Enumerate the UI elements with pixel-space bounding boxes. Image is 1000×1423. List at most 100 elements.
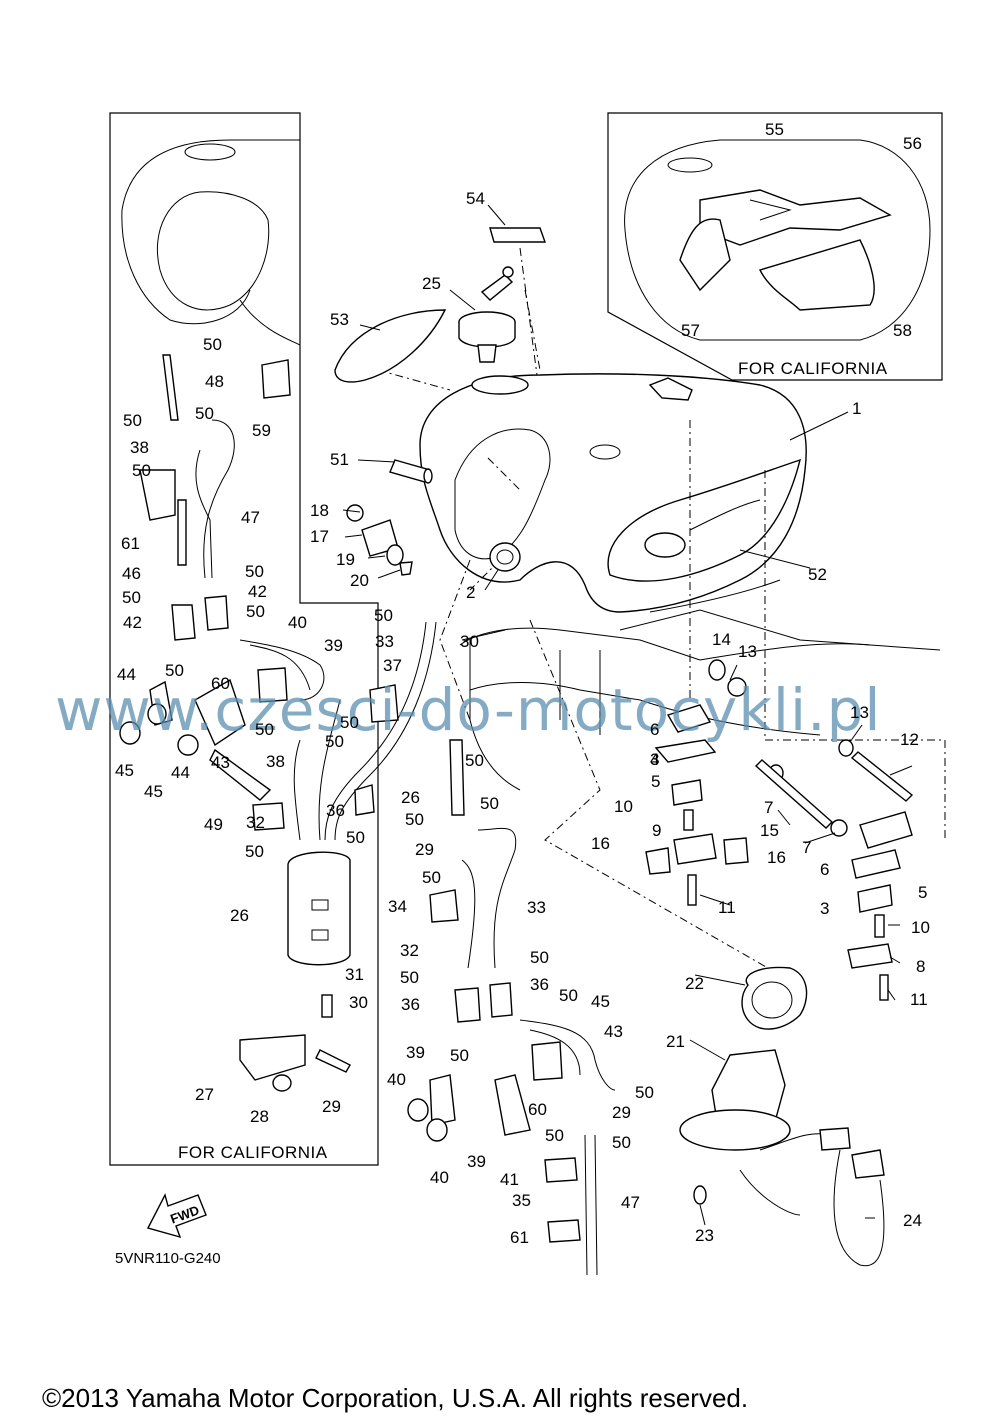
callout-30: 30 bbox=[460, 632, 479, 651]
callout-39: 39 bbox=[467, 1152, 486, 1171]
callout-50: 50 bbox=[246, 602, 265, 621]
callout-44: 44 bbox=[171, 763, 190, 782]
callout-50: 50 bbox=[346, 828, 365, 847]
callout-35: 35 bbox=[512, 1191, 531, 1210]
callout-37: 37 bbox=[383, 656, 402, 675]
callout-61: 61 bbox=[121, 534, 140, 553]
callout-5: 5 bbox=[651, 772, 660, 791]
copyright-notice: ©2013 Yamaha Motor Corporation, U.S.A. A… bbox=[42, 1383, 748, 1413]
callout-56: 56 bbox=[903, 134, 922, 153]
callout-34: 34 bbox=[388, 897, 407, 916]
fwd-arrow: FWD bbox=[146, 1193, 207, 1239]
callout-5: 5 bbox=[918, 883, 927, 902]
callout-61: 61 bbox=[510, 1228, 529, 1247]
callout-26: 26 bbox=[230, 906, 249, 925]
callout-50: 50 bbox=[612, 1133, 631, 1152]
callout-16: 16 bbox=[767, 848, 786, 867]
callout-36: 36 bbox=[326, 801, 345, 820]
callout-41: 41 bbox=[500, 1170, 519, 1189]
callout-51: 51 bbox=[330, 450, 349, 469]
callout-60: 60 bbox=[211, 674, 230, 693]
callout-50: 50 bbox=[122, 588, 141, 607]
callout-33: 33 bbox=[375, 632, 394, 651]
callout-29: 29 bbox=[322, 1097, 341, 1116]
callout-19: 19 bbox=[336, 550, 355, 569]
callout-46: 46 bbox=[122, 564, 141, 583]
drain-hose bbox=[389, 459, 433, 484]
callout-57: 57 bbox=[681, 321, 700, 340]
fuel-cap bbox=[458, 266, 516, 363]
callout-50: 50 bbox=[545, 1126, 564, 1145]
callout-50: 50 bbox=[465, 751, 484, 770]
callout-50: 50 bbox=[165, 661, 184, 680]
callout-55: 55 bbox=[765, 120, 784, 139]
callout-labels: 1 2 3 3 4 5 5 6 6 7 7 8 9 10 10 11 11 12… bbox=[115, 120, 930, 1247]
callout-50: 50 bbox=[374, 606, 393, 625]
callout-50: 50 bbox=[405, 810, 424, 829]
callout-50: 50 bbox=[400, 968, 419, 987]
warning-label bbox=[489, 227, 546, 243]
callout-8: 8 bbox=[916, 957, 925, 976]
callout-7: 7 bbox=[764, 798, 773, 817]
callout-23: 23 bbox=[695, 1226, 714, 1245]
damper bbox=[489, 542, 521, 572]
callout-21: 21 bbox=[666, 1032, 685, 1051]
callout-40: 40 bbox=[387, 1070, 406, 1089]
callout-11: 11 bbox=[910, 990, 928, 1009]
callout-16: 16 bbox=[591, 834, 610, 853]
callout-50: 50 bbox=[530, 948, 549, 967]
callout-14: 14 bbox=[712, 630, 731, 649]
callout-42: 42 bbox=[248, 582, 267, 601]
callout-54: 54 bbox=[466, 189, 485, 208]
callout-31: 31 bbox=[345, 965, 364, 984]
evap-system-left bbox=[119, 354, 437, 1092]
callout-39: 39 bbox=[406, 1043, 425, 1062]
callout-45: 45 bbox=[591, 992, 610, 1011]
callout-1: 1 bbox=[852, 399, 861, 418]
tank-shell-left bbox=[121, 139, 301, 346]
callout-6: 6 bbox=[820, 860, 829, 879]
callout-50: 50 bbox=[635, 1083, 654, 1102]
frame-background bbox=[459, 609, 941, 791]
callout-42: 42 bbox=[123, 613, 142, 632]
callout-40: 40 bbox=[288, 613, 307, 632]
callout-11: 11 bbox=[718, 898, 736, 917]
callout-58: 58 bbox=[893, 321, 912, 340]
callout-3: 3 bbox=[650, 750, 659, 769]
callout-52: 52 bbox=[808, 565, 827, 584]
callout-53: 53 bbox=[330, 310, 349, 329]
callout-29: 29 bbox=[612, 1103, 631, 1122]
callout-47: 47 bbox=[621, 1193, 640, 1212]
leader-lines bbox=[342, 204, 913, 1226]
tank-shell-right bbox=[624, 139, 931, 341]
tank-bracket-parts bbox=[346, 504, 413, 576]
callout-36: 36 bbox=[530, 975, 549, 994]
callout-45: 45 bbox=[115, 761, 134, 780]
mount-hardware bbox=[645, 659, 914, 1001]
callout-43: 43 bbox=[211, 753, 230, 772]
callout-50: 50 bbox=[325, 732, 344, 751]
callout-50: 50 bbox=[422, 868, 441, 887]
california-box-right bbox=[607, 112, 943, 381]
callout-9: 9 bbox=[652, 821, 661, 840]
callout-6: 6 bbox=[650, 720, 659, 739]
callout-24: 24 bbox=[903, 1211, 922, 1230]
callout-13: 13 bbox=[738, 642, 757, 661]
callout-50: 50 bbox=[340, 713, 359, 732]
california-box-left bbox=[109, 112, 379, 1166]
fuel-tank-main bbox=[419, 373, 807, 613]
callout-27: 27 bbox=[195, 1085, 214, 1104]
callout-50: 50 bbox=[123, 411, 142, 430]
callout-33: 33 bbox=[527, 898, 546, 917]
callout-45: 45 bbox=[144, 782, 163, 801]
callout-20: 20 bbox=[350, 571, 369, 590]
callout-50: 50 bbox=[480, 794, 499, 813]
callout-50: 50 bbox=[559, 986, 578, 1005]
callout-10: 10 bbox=[911, 918, 930, 937]
callout-13: 13 bbox=[850, 703, 869, 722]
callout-18: 18 bbox=[310, 501, 329, 520]
callout-12: 12 bbox=[900, 730, 919, 749]
callout-2: 2 bbox=[466, 583, 475, 602]
callout-4: 4 bbox=[650, 750, 659, 769]
callout-50: 50 bbox=[195, 404, 214, 423]
